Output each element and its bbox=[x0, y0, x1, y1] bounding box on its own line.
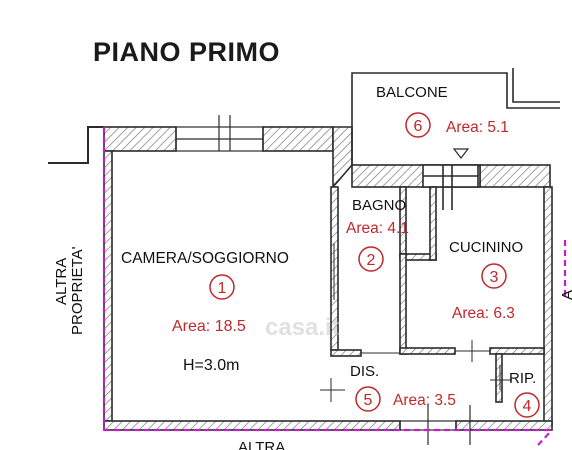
neighbour-outline bbox=[48, 126, 104, 164]
room-4-number: 4 bbox=[523, 398, 532, 415]
outside-left-label-group-2: PROPRIETA' bbox=[69, 246, 86, 335]
room-3-name: CUCININO bbox=[449, 239, 523, 256]
room-1-number: 1 bbox=[218, 280, 227, 297]
room-1-name: CAMERA/SOGGIORNO bbox=[121, 250, 289, 267]
room-1-number-circle bbox=[209, 274, 235, 300]
outside-right-label: A bbox=[559, 290, 572, 300]
room-6-area: Area: 5.1 bbox=[446, 119, 509, 136]
room-3-number-circle bbox=[481, 263, 507, 289]
room-6-number: 6 bbox=[414, 118, 423, 135]
outside-right-label-group: A bbox=[559, 290, 572, 300]
outside-left-label-1: ALTRA bbox=[53, 258, 70, 305]
property-boundary bbox=[102, 127, 567, 446]
door-marker-icon bbox=[452, 148, 470, 159]
watermark: casa.it bbox=[265, 314, 340, 341]
floor-title: PIANO PRIMO bbox=[93, 37, 281, 67]
room-3-area: Area: 6.3 bbox=[452, 305, 515, 322]
room-5-number: 5 bbox=[364, 392, 373, 409]
room-3-number: 3 bbox=[490, 269, 499, 286]
room-1-area: Area: 18.5 bbox=[172, 318, 246, 335]
outside-bottom-label: ALTRA bbox=[238, 439, 285, 450]
balcony-outline bbox=[351, 68, 560, 210]
room-2-name: BAGNO bbox=[352, 197, 406, 214]
room-6-name: BALCONE bbox=[376, 84, 448, 101]
room-5-name: DIS. bbox=[350, 363, 379, 380]
room-1-height: H=3.0m bbox=[183, 357, 239, 374]
room-2-number-circle bbox=[358, 246, 384, 272]
outside-left-label-2: PROPRIETA' bbox=[69, 246, 86, 335]
room-2-number: 2 bbox=[367, 252, 376, 269]
door-swings bbox=[320, 243, 512, 402]
room-5-number-circle bbox=[355, 386, 381, 412]
room-6-number-circle bbox=[405, 112, 431, 138]
room-4-name: RIP. bbox=[509, 370, 536, 387]
room-5-area: Area: 3.5 bbox=[393, 392, 456, 409]
room-2-area: Area: 4.1 bbox=[346, 220, 409, 237]
outside-left-label-group: ALTRA bbox=[53, 258, 70, 305]
room-4-number-circle bbox=[514, 392, 540, 418]
exterior-walls bbox=[103, 126, 553, 431]
